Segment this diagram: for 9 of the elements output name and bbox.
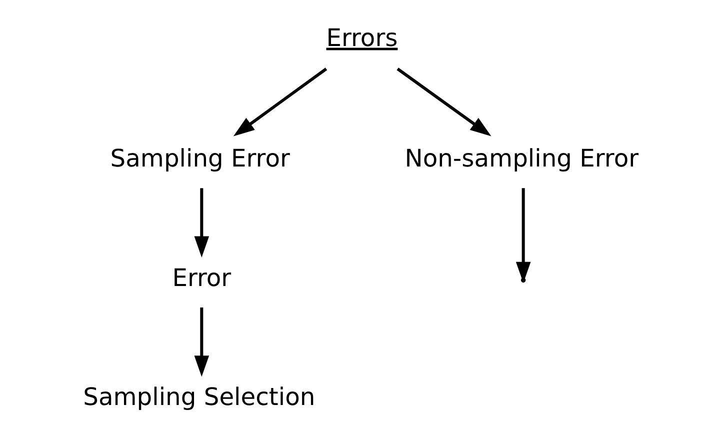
node-text: Non-sampling Error	[404, 144, 639, 173]
arrow	[396, 68, 492, 136]
arrow	[194, 188, 210, 258]
node-text: Error	[172, 264, 232, 292]
arrow	[233, 68, 328, 136]
node-text: Sampling Selection	[83, 383, 316, 412]
node-text: Errors	[326, 24, 398, 52]
arrow	[194, 307, 210, 377]
node-text: Sampling Error	[110, 144, 290, 173]
